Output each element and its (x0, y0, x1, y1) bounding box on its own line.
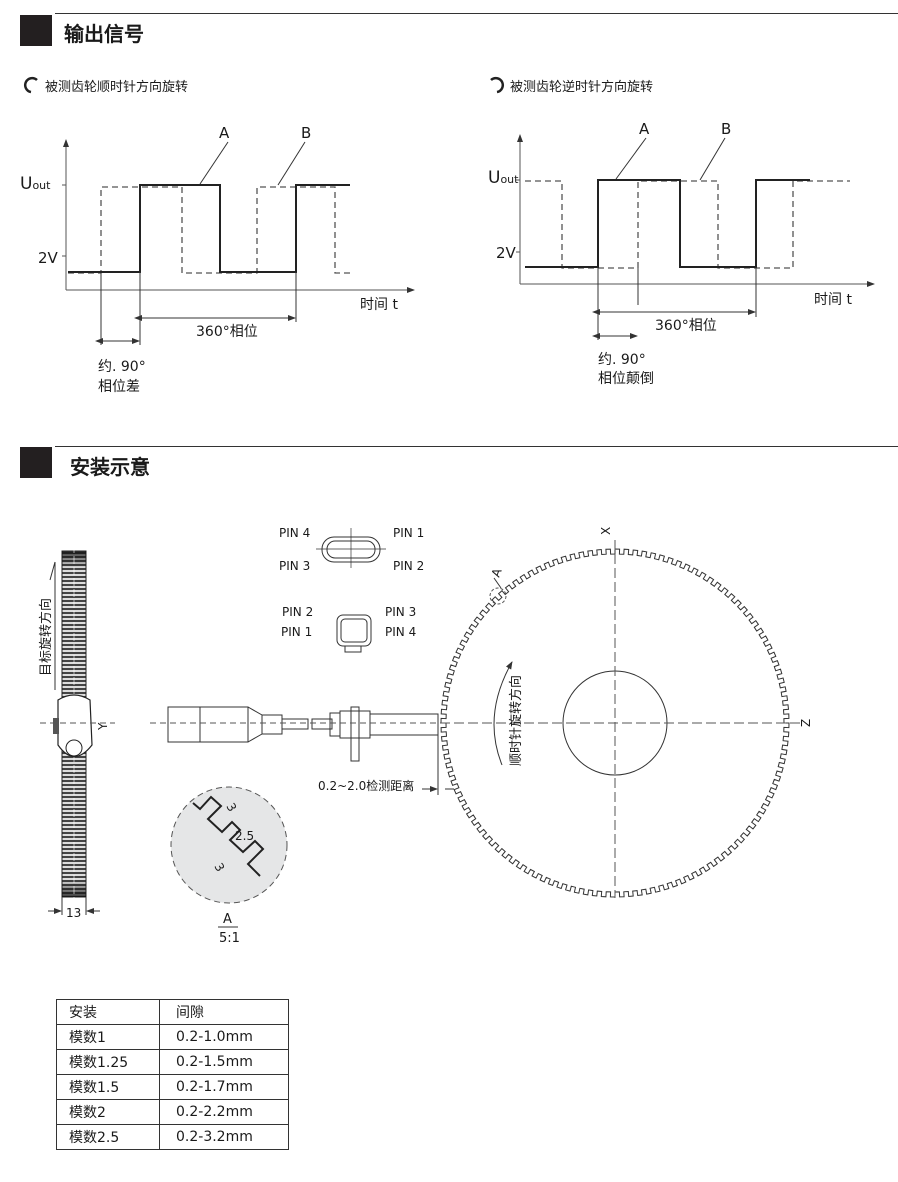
signal-b-dashed (525, 180, 850, 269)
detail-a-marker: A (489, 566, 505, 579)
waveform-chart-clockwise: 被测齿轮顺时针方向旋转 Uout 2V A B 时间 t 360°相位 约. 9… (20, 76, 415, 395)
cell-module: 模数1.5 (56, 1074, 160, 1100)
phase-label-line2: 相位差 (98, 379, 140, 395)
section-marker (20, 15, 52, 46)
rotate-cw-icon (24, 76, 38, 94)
cell-gap: 0.2-1.5mm (159, 1049, 289, 1075)
rotation-arrow (493, 661, 513, 766)
table-header-row: 安装 间隙 (56, 999, 289, 1025)
section-divider (55, 446, 898, 447)
chart-caption: 被测齿轮逆时针方向旋转 (510, 79, 653, 95)
header-cell: 间隙 (159, 999, 289, 1025)
sensor-head-top-view (57, 694, 93, 758)
signal-b-label: B (301, 124, 311, 142)
phase-label-line1: 约. 90° (598, 352, 646, 368)
section-title-output-signal: 输出信号 (64, 22, 144, 46)
pin-label: PIN 3 (279, 559, 310, 573)
detail-ref-label: A (223, 912, 232, 927)
cell-gap: 0.2-1.7mm (159, 1074, 289, 1100)
y-label-uout: Uout (488, 168, 519, 188)
pin-label: PIN 4 (385, 625, 416, 639)
detail-dim-pitch: 2.5 (235, 829, 254, 843)
signal-a-solid (525, 179, 810, 268)
connector-pinout-square: PIN 2 PIN 3 PIN 1 PIN 4 (281, 605, 416, 653)
target-gear: X Z A 顺时针旋转方向 (440, 527, 813, 898)
axis-z-label: Z (799, 719, 813, 727)
period-label: 360°相位 (655, 318, 717, 334)
sensor-side-view (150, 706, 450, 795)
detail-view-a: 2.5 3 3 A 5:1 (170, 786, 288, 946)
signal-b-label: B (721, 120, 731, 138)
signal-b-dashed (68, 186, 351, 274)
cell-gap: 0.2-2.2mm (159, 1099, 289, 1125)
phase-label-line2: 相位颠倒 (598, 371, 654, 387)
cell-module: 模数2 (56, 1099, 160, 1125)
signal-a-label: A (639, 120, 650, 138)
axis-x-label: X (599, 527, 613, 535)
chart-caption: 被测齿轮顺时针方向旋转 (45, 79, 188, 95)
period-label: 360°相位 (196, 324, 258, 340)
cell-module: 模数1 (56, 1024, 160, 1050)
section-marker (20, 447, 52, 478)
cell-module: 模数2.5 (56, 1124, 160, 1150)
pin-label: PIN 1 (393, 526, 424, 540)
target-rack: Y 目标旋转方向 13 (38, 545, 115, 920)
pin-label: PIN 1 (281, 625, 312, 639)
rotate-ccw-icon (490, 76, 504, 94)
cell-gap: 0.2-3.2mm (159, 1124, 289, 1150)
rack-width-dimension: 13 (66, 906, 81, 920)
pin-label: PIN 2 (282, 605, 313, 619)
gap-distance-label: 0.2~2.0检测距离 (318, 778, 414, 793)
x-axis-label: 时间 t (814, 292, 852, 308)
detail-scale-label: 5:1 (219, 931, 240, 946)
header-cell: 安装 (56, 999, 160, 1025)
x-axis-label: 时间 t (360, 297, 398, 313)
section-title-installation: 安装示意 (70, 455, 150, 479)
y-label-2v: 2V (38, 249, 59, 267)
waveform-chart-counterclockwise: 被测齿轮逆时针方向旋转 Uout 2V A B 时间 t 360°相位 约. 9… (488, 76, 875, 387)
signal-a-label: A (219, 124, 230, 142)
signal-a-solid (68, 184, 350, 273)
axis-y-label: Y (96, 722, 110, 731)
gear-direction-label: 顺时针旋转方向 (508, 675, 524, 766)
section-divider (55, 13, 898, 14)
pin-label: PIN 4 (279, 526, 310, 540)
y-label-uout: Uout (20, 174, 51, 194)
y-label-2v: 2V (496, 244, 517, 262)
rack-direction-label: 目标旋转方向 (38, 598, 54, 676)
phase-label-line1: 约. 90° (98, 359, 146, 375)
pin-label: PIN 2 (393, 559, 424, 573)
pin-label: PIN 3 (385, 605, 416, 619)
cell-module: 模数1.25 (56, 1049, 160, 1075)
cell-gap: 0.2-1.0mm (159, 1024, 289, 1050)
connector-pinout-oval: PIN 4 PIN 1 PIN 3 PIN 2 (279, 526, 424, 573)
